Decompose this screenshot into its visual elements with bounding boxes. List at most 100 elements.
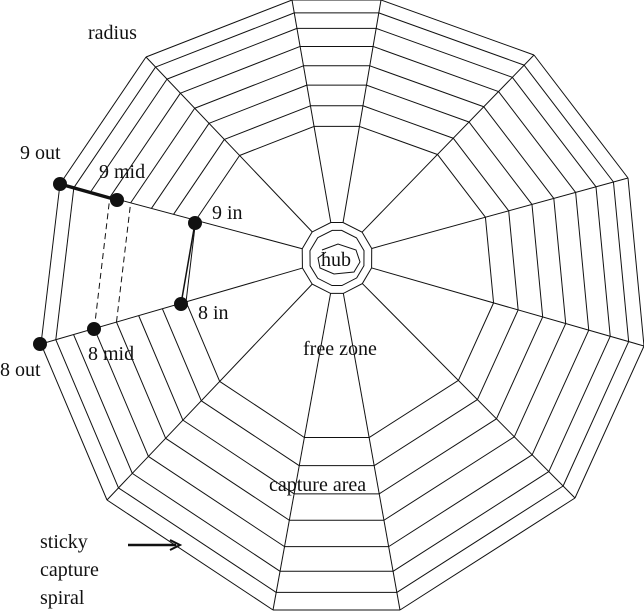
spiral-segment	[362, 105, 454, 139]
radius-thread	[371, 177, 629, 249]
dashed-spiral-segment	[93, 197, 111, 329]
spiral-segment	[195, 155, 241, 221]
spiral-segment	[483, 106, 555, 199]
label-sticky: sticky	[40, 531, 88, 553]
hub-spiral	[317, 243, 361, 275]
spiral-segment	[513, 323, 567, 438]
spiral-segment	[523, 64, 614, 183]
spiral-segment	[148, 456, 285, 548]
spiral-segment	[132, 472, 281, 572]
spiral-segment	[484, 217, 495, 303]
label-hub: hub	[321, 249, 351, 271]
spiral-segment	[185, 220, 197, 302]
radius-thread	[106, 283, 313, 501]
spiral-segment	[173, 139, 225, 215]
radius-thread	[361, 54, 535, 233]
radius-thread	[342, 0, 382, 223]
spiral-segment	[138, 315, 184, 421]
spiral-segment	[194, 65, 304, 109]
spiral-segment	[90, 78, 168, 193]
spiral-segment	[574, 345, 644, 499]
spiral-segment	[161, 308, 202, 401]
label-9-in: 9 in	[212, 202, 243, 224]
spiral-segment	[118, 487, 277, 593]
spiral-segment	[612, 181, 630, 342]
dot-9-in	[188, 216, 202, 230]
label-9-mid: 9 mid	[99, 161, 146, 183]
spiral-segment	[55, 339, 119, 489]
spiral-segment	[116, 321, 167, 439]
label-radius: radius	[88, 22, 137, 44]
radius-thread	[291, 0, 332, 223]
spiral-segment	[392, 471, 550, 572]
spiral-segment	[359, 125, 438, 155]
spiral-segment	[375, 27, 513, 78]
dot-9-out	[53, 177, 67, 191]
radius-thread	[361, 283, 576, 499]
spiral-segment	[378, 12, 525, 66]
spiral-segment	[372, 45, 499, 93]
spiral-segment	[40, 183, 61, 345]
spiral-segment	[452, 137, 510, 212]
spiral-segment	[562, 341, 630, 487]
spiral-segment	[224, 105, 311, 140]
dashed-spiral-segment	[115, 202, 132, 323]
hub-ring	[301, 222, 373, 294]
spiral-segment	[155, 12, 295, 68]
dot-8-out	[33, 337, 47, 351]
spiral-segment	[219, 381, 305, 438]
spiral-segment	[496, 316, 544, 420]
spiral-segment	[145, 0, 293, 58]
spiral-segment	[373, 399, 478, 467]
spiral-segment	[531, 329, 590, 456]
spiral-segment	[59, 56, 147, 185]
radius-thread	[272, 293, 332, 611]
spiral-segment	[508, 210, 519, 310]
spiral-segment	[185, 301, 221, 382]
spiral-segment	[73, 66, 156, 188]
label-8-out: 8 out	[0, 359, 41, 381]
radius-thread	[342, 293, 401, 611]
spiral-segment	[388, 454, 533, 548]
spiral-segment	[498, 91, 577, 193]
spiral-segment	[166, 27, 298, 80]
spiral-segment	[396, 485, 564, 593]
spiral-segment	[437, 154, 486, 218]
spiral-segment	[106, 499, 274, 611]
spiral-segment	[531, 204, 544, 318]
spiral-segment	[378, 418, 497, 495]
spiral-segment	[40, 343, 108, 501]
spiral-segment	[548, 336, 611, 472]
spiral-segment	[553, 198, 567, 324]
radius-thread	[40, 267, 303, 345]
spiral-segment	[165, 437, 290, 521]
label-spiral: spiral	[40, 587, 85, 609]
spiral-segment	[150, 123, 210, 209]
spiral-segment	[55, 187, 75, 340]
spiral-segment	[595, 186, 611, 337]
label-9-out: 9 out	[20, 142, 61, 164]
spiral-segment	[239, 125, 315, 156]
spiral-segment	[380, 0, 535, 56]
dot-9-mid	[110, 193, 124, 207]
spiral-segment	[533, 54, 629, 179]
spiral-segment	[369, 65, 484, 108]
inner-thread-9-8	[180, 222, 196, 305]
hub-ring	[309, 229, 365, 287]
spiral-segment	[201, 400, 300, 467]
spiral-segment	[182, 419, 295, 495]
label-capture: capture	[40, 559, 99, 581]
label-free-zone: free zone	[303, 338, 377, 360]
spiral-segment	[366, 84, 470, 123]
spiral-segment	[627, 177, 644, 347]
spiral-segment	[93, 328, 149, 457]
spiral-segment	[130, 107, 196, 204]
arrow-icon	[169, 539, 183, 551]
spiral-segment	[180, 45, 301, 94]
spiral-segment	[208, 84, 308, 124]
dot-8-mid	[87, 322, 101, 336]
spiral-segment	[109, 92, 181, 198]
spiral-segment	[575, 192, 590, 331]
